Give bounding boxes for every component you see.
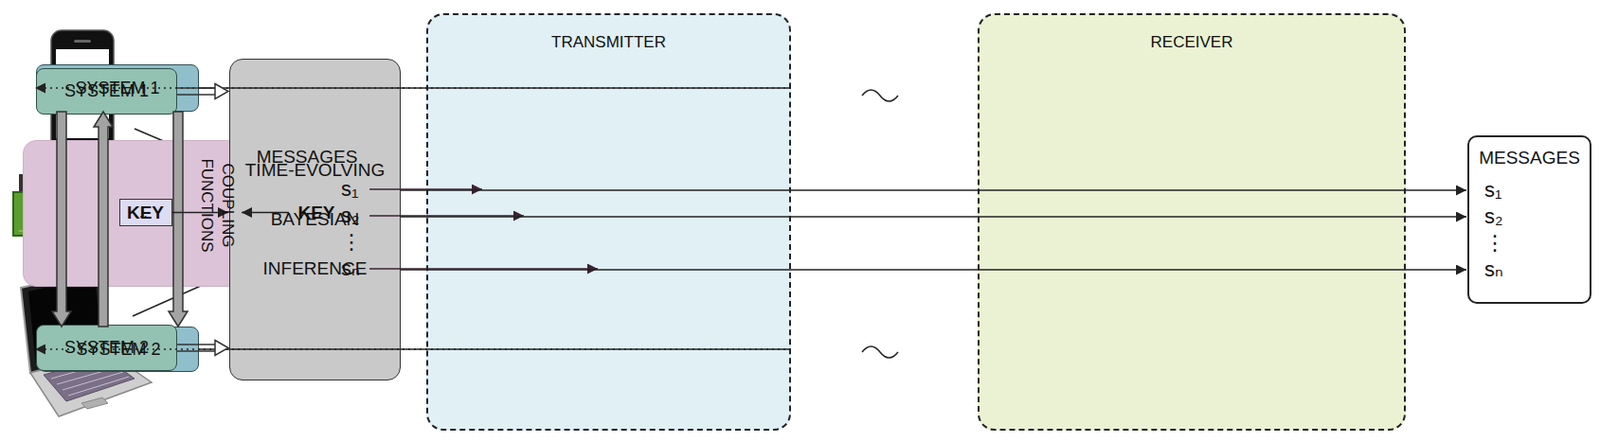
region-heading: RECEIVER — [979, 32, 1404, 54]
transmitter-region: TRANSMITTER — [426, 13, 792, 432]
key-box: KEY — [119, 198, 173, 227]
connector-line — [400, 269, 1467, 271]
message-symbol: ⋮ — [1469, 230, 1590, 257]
connector — [93, 111, 113, 327]
inference-box: TIME-EVOLVING BAYESIAN INFERENCE — [229, 58, 401, 381]
message-symbol: s₁ — [246, 176, 368, 203]
hollow-arrowhead — [215, 84, 229, 100]
connector — [35, 88, 792, 90]
connector-line — [369, 188, 483, 191]
box-label: SYSTEM 2 — [64, 338, 149, 359]
connector-line — [198, 348, 792, 351]
connector — [369, 269, 598, 270]
coupling-arrow — [52, 111, 72, 327]
connector-line — [369, 268, 598, 270]
box-label: SYSTEM 1 — [64, 81, 149, 102]
connector — [177, 341, 229, 357]
channel-line — [35, 87, 792, 90]
connector-line — [400, 189, 1467, 192]
touchpad — [81, 397, 108, 410]
connector-line — [400, 215, 1467, 218]
wave-symbol — [862, 89, 899, 102]
box-label: KEY — [126, 202, 164, 224]
connector — [400, 190, 1467, 192]
messages-box: MESSAGES s₁s₂⋮sₙ — [1467, 135, 1592, 305]
connector — [35, 349, 792, 351]
connector — [172, 212, 230, 214]
connector — [52, 111, 72, 327]
connector-line — [369, 215, 524, 217]
channel-line — [35, 348, 792, 351]
region-heading: TRANSMITTER — [428, 32, 790, 54]
connector-line — [198, 87, 792, 90]
connector — [369, 189, 483, 191]
hollow-arrowhead — [215, 341, 229, 357]
connector — [177, 84, 229, 100]
receiver-region: RECEIVER — [977, 13, 1406, 432]
message-symbol: s₁ — [1469, 177, 1590, 204]
connector-line — [177, 88, 216, 95]
connector-line — [177, 344, 216, 352]
coupling-arrow — [93, 111, 113, 327]
connector — [369, 215, 524, 217]
message-symbol: ⋮ — [246, 229, 368, 256]
wave-symbol — [862, 346, 899, 359]
phone-speaker — [73, 39, 91, 43]
message-symbol: s₂ — [1469, 203, 1590, 231]
message-symbol: sₙ — [1469, 256, 1590, 284]
connector — [400, 269, 1467, 271]
connector — [241, 212, 289, 214]
box-heading: MESSAGES — [1469, 144, 1590, 172]
connector-line — [241, 212, 289, 215]
box-label: TIME-EVOLVING BAYESIAN INFERENCE — [239, 145, 392, 294]
connector — [168, 111, 188, 327]
connector-line — [172, 212, 230, 215]
connector — [400, 216, 1467, 218]
coupling-arrow — [168, 111, 188, 327]
box-label: COUPLING FUNCTIONS — [192, 148, 238, 263]
